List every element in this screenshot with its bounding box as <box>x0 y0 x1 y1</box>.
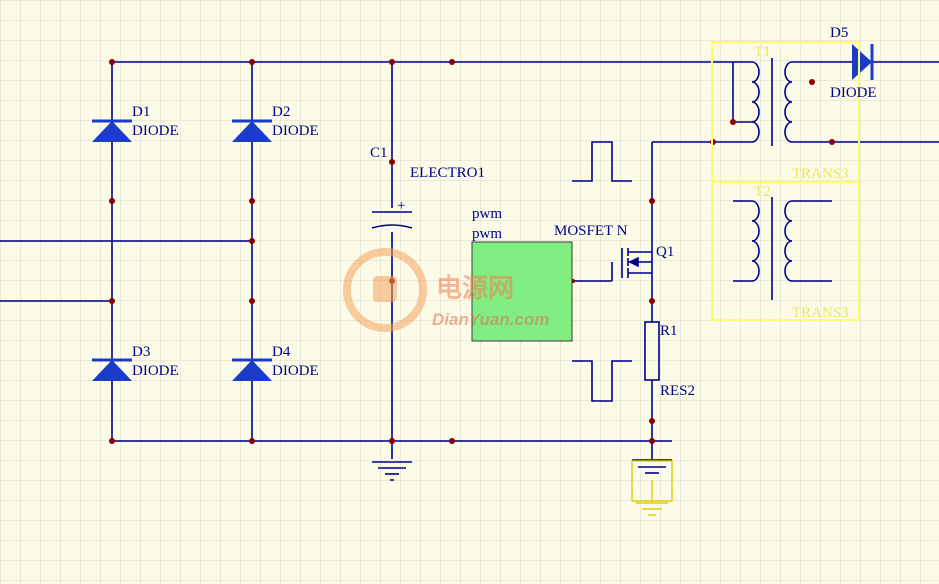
t1-type: TRANS3 <box>792 166 849 182</box>
capacitor-c1: + <box>371 198 413 229</box>
diode-d1 <box>92 119 132 142</box>
r1-type: RES2 <box>660 383 695 399</box>
d2-type: DIODE <box>272 123 319 139</box>
t2-designator: T2 <box>754 184 771 200</box>
c1-type: ELECTRO1 <box>410 165 485 181</box>
ground-symbol-selected <box>631 460 673 516</box>
ground-symbol-cap <box>372 461 412 481</box>
d3-type: DIODE <box>132 363 179 379</box>
d4-designator: D4 <box>272 344 291 360</box>
watermark: 电源网 DianYuan.com <box>343 248 549 332</box>
ground-symbol-source <box>632 459 672 474</box>
pwm-label-1: pwm <box>472 206 502 222</box>
r1-designator: R1 <box>660 323 678 339</box>
watermark-cn: 电源网 <box>436 274 514 304</box>
pwm-controller-block <box>471 241 573 342</box>
t1-designator: T1 <box>754 44 771 60</box>
mosfet-q1 <box>611 248 652 281</box>
diode-d2 <box>232 119 272 142</box>
d1-designator: D1 <box>132 104 150 120</box>
transformer-t2-outline <box>711 181 860 321</box>
power-plug-icon <box>343 248 427 332</box>
c1-designator: C1 <box>370 145 388 161</box>
labels: D1 DIODE D2 DIODE D3 DIODE D4 DIODE D5 D… <box>132 25 877 399</box>
t2-type: TRANS3 <box>792 305 849 321</box>
pulse-waveform-bottom <box>572 360 632 402</box>
q1-designator: Q1 <box>656 244 674 260</box>
pulse-waveform-top <box>572 141 632 182</box>
pwm-label-2: pwm <box>472 226 502 242</box>
resistor-r1 <box>644 321 660 381</box>
q1-type: MOSFET N <box>554 223 628 239</box>
watermark-en: DianYuan.com <box>432 310 549 329</box>
transformer-t1-windings <box>751 58 793 146</box>
transformer-t2-windings <box>733 197 832 300</box>
d4-type: DIODE <box>272 363 319 379</box>
diode-d3 <box>92 358 132 381</box>
d1-type: DIODE <box>132 123 179 139</box>
d5-designator: D5 <box>830 25 848 41</box>
d5-type: DIODE <box>830 85 877 101</box>
d2-designator: D2 <box>272 104 290 120</box>
diode-d5 <box>852 44 874 80</box>
capacitor-polarity: + <box>397 198 405 214</box>
diode-d4 <box>232 358 272 381</box>
d3-designator: D3 <box>132 344 150 360</box>
